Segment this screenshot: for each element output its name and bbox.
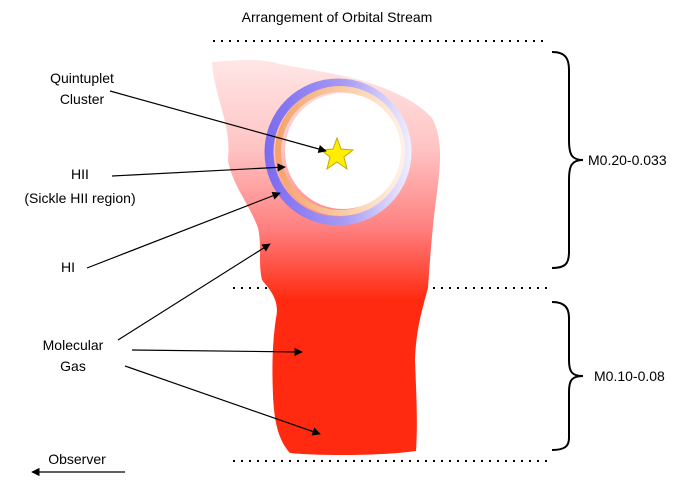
label-hii-line1: HII (71, 166, 89, 182)
label-observer: Observer (48, 451, 106, 467)
diagram-title: Arrangement of Orbital Stream (242, 9, 433, 25)
label-quintuplet-line2: Cluster (60, 91, 105, 107)
inner-ring (275, 86, 405, 216)
arrow-molecular-middle (131, 347, 303, 357)
bracket-lower (551, 301, 584, 451)
arrow-molecular-upper (117, 243, 271, 341)
hii-ring (264, 78, 412, 226)
arrow-molecular-lower (124, 365, 321, 436)
label-bracket-lower: M0.10-0.08 (594, 368, 665, 384)
arrow-quintuplet (109, 90, 327, 154)
label-molecular-line1: Molecular (43, 337, 104, 353)
bracket-upper (551, 51, 584, 269)
label-molecular-line2: Gas (60, 358, 86, 374)
label-bracket-upper: M0.20-0.033 (588, 152, 667, 168)
arrow-hii (111, 163, 286, 177)
arrow-hi (86, 191, 281, 269)
label-hi: HI (61, 259, 75, 275)
label-hii-line2: (Sickle HII region) (24, 190, 135, 206)
label-quintuplet-line1: Quintuplet (50, 70, 114, 86)
